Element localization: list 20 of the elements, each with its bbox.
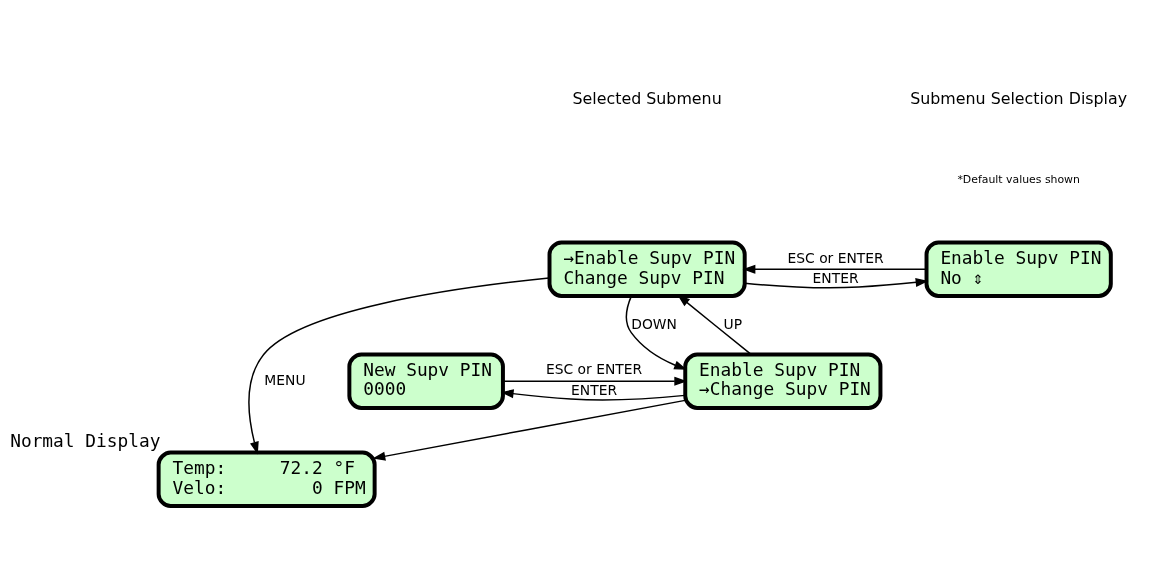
node-box: Enable Supv PIN No ⇕: [924, 240, 1113, 298]
node-box: New Supv PIN 0000: [347, 352, 505, 410]
label: Submenu Selection Display: [910, 88, 1128, 108]
edge-label: ENTER: [812, 270, 859, 287]
arrow: [248, 277, 550, 455]
label: Selected Submenu: [572, 88, 722, 108]
edge-label: ENTER: [571, 382, 618, 399]
node-box: Enable Supv PIN →Change Supv PIN: [683, 352, 883, 410]
edge-label: MENU: [264, 371, 306, 388]
edge-label: DOWN: [631, 315, 677, 332]
node-label: Normal Display: [10, 429, 161, 451]
edge-label: ESC or ENTER: [545, 361, 643, 378]
arrow: [744, 277, 929, 289]
edge-label: UP: [723, 315, 743, 332]
node-box: Temp: 72.2 °F Velo: 0 FPM: [156, 450, 377, 509]
arrow: [742, 264, 928, 274]
label: *Default values shown: [957, 172, 1080, 186]
arrow: [372, 399, 686, 461]
edge-label: ESC or ENTER: [787, 249, 884, 266]
node-box: →Enable Supv PIN Change Supv PIN: [547, 240, 747, 298]
